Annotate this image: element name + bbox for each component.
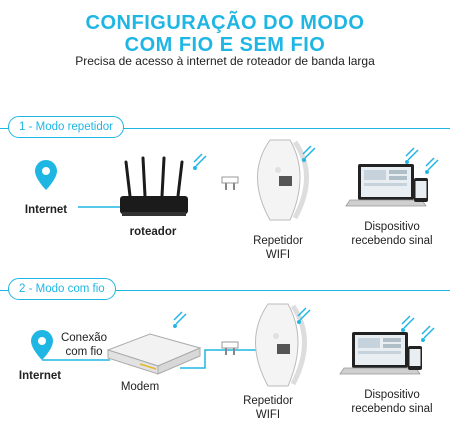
- wifi-icon: [421, 325, 435, 342]
- location-pin-icon: [31, 330, 53, 360]
- subtitle: Precisa de acesso à internet de roteador…: [75, 54, 375, 68]
- title-line-1: CONFIGURAÇÃO DO MODO: [85, 12, 365, 34]
- section2-diagram: [31, 303, 435, 387]
- section2-label: 2 - Modo com fio: [8, 278, 116, 300]
- repeater-label-line2: WIFI: [255, 409, 281, 421]
- router-icon: [120, 156, 188, 216]
- section2-divider: [0, 290, 450, 291]
- title-line-2: COM FIO E SEM FIO: [124, 34, 326, 56]
- repeater-label-line1: Repetidor: [243, 395, 293, 407]
- wifi-icon: [302, 145, 316, 162]
- connection-label-line2: com fio: [65, 346, 103, 358]
- router-label: roteador: [129, 226, 177, 238]
- section1-divider: [0, 128, 450, 129]
- plug-icon: [221, 176, 239, 184]
- laptop-icon: [339, 332, 421, 375]
- internet-label: Internet: [24, 204, 68, 216]
- plug-icon: [221, 341, 239, 349]
- repeater-icon: [255, 303, 307, 387]
- device-label-line1: Dispositivo: [364, 221, 420, 233]
- wifi-icon: [405, 147, 419, 164]
- wifi-icon: [425, 157, 439, 174]
- modem-icon: [106, 333, 202, 375]
- internet-label: Internet: [18, 370, 62, 382]
- modem-label: Modem: [120, 381, 160, 393]
- connection-label-line1: Conexão: [60, 332, 108, 344]
- device-label-line2: recebendo sinal: [351, 403, 433, 415]
- wifi-icon: [401, 315, 415, 332]
- device-label-line1: Dispositivo: [364, 389, 420, 401]
- wifi-icon: [173, 311, 187, 328]
- laptop-icon: [345, 164, 427, 207]
- device-label-line2: recebendo sinal: [351, 235, 433, 247]
- wifi-icon: [193, 153, 207, 170]
- wifi-icon: [297, 307, 311, 324]
- location-pin-icon: [35, 160, 57, 190]
- repeater-label-line1: Repetidor: [253, 235, 303, 247]
- repeater-icon: [257, 139, 309, 221]
- repeater-label-line2: WIFI: [265, 249, 291, 261]
- section1-diagram: [35, 139, 439, 221]
- phone-icon: [414, 178, 428, 202]
- section1-label: 1 - Modo repetidor: [8, 116, 124, 138]
- phone-icon: [408, 346, 422, 370]
